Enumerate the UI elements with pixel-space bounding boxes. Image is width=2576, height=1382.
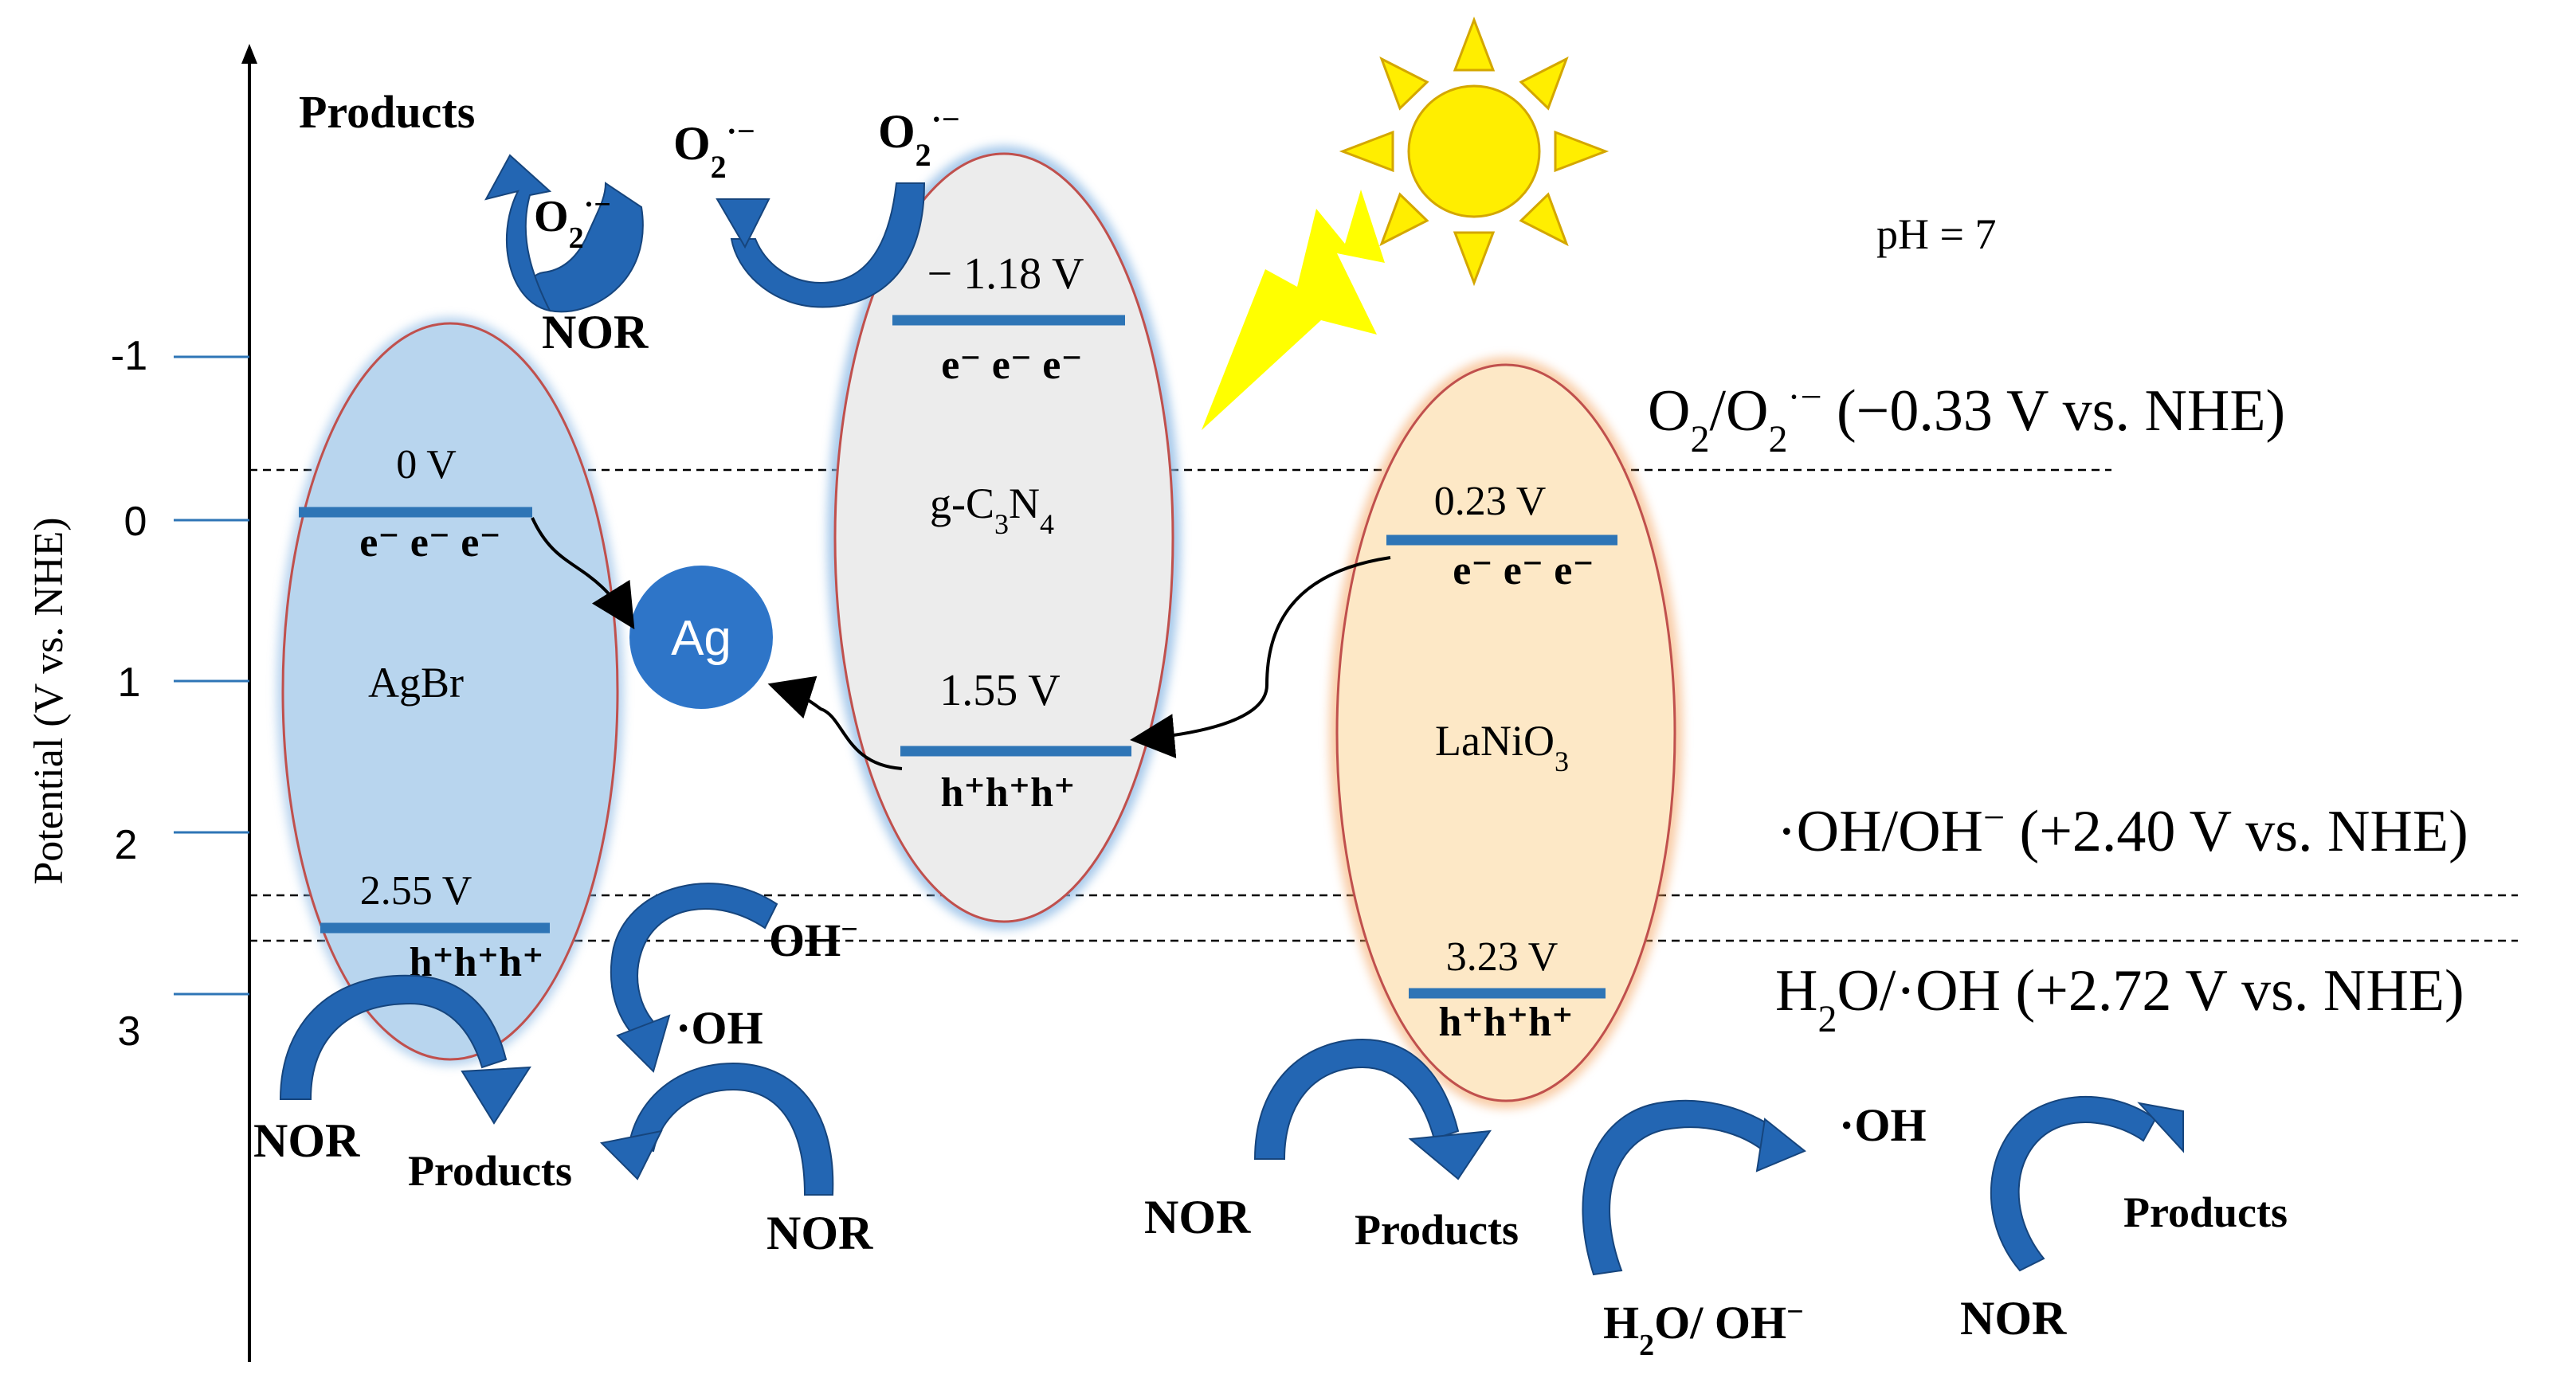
hydroxide-label: OH− [769, 913, 858, 966]
lanio3-semiconductor: LaNiO3 0.23 V e⁻ e⁻ e⁻ 3.23 V h⁺h⁺h⁺ [1329, 357, 1683, 1109]
o2-reference-label: O2/O2·− (−0.33 V vs. NHE) [1648, 376, 2285, 460]
curved-arrow-icon [1990, 1095, 2184, 1272]
electron-transfer-arrow [531, 517, 635, 630]
lanio3-holes: h⁺h⁺h⁺ [1438, 1000, 1573, 1045]
oh-reference-label: ·OH/OH− (+2.40 V vs. NHE) [1777, 797, 2468, 865]
agbr-electrons: e⁻ e⁻ e⁻ [359, 520, 501, 566]
superoxide-label: O2·− [673, 113, 755, 185]
reference-lines [249, 468, 2518, 942]
ph-label: pH = 7 [1876, 210, 1996, 258]
nor-label: NOR [253, 1114, 360, 1167]
hole-transfer-arrow [767, 675, 903, 770]
curved-arrow-icon [279, 974, 531, 1125]
gcn-vb-potential: 1.55 V [939, 666, 1060, 715]
curved-arrow-icon [716, 182, 926, 308]
products-label: Products [299, 86, 475, 138]
products-label: Products [1355, 1206, 1519, 1254]
agbr-vb-potential: 2.55 V [360, 868, 472, 914]
gcn-cb-potential: − 1.18 V [927, 249, 1084, 299]
gcn-semiconductor: g-C3N4 − 1.18 V e⁻ e⁻ e⁻ 1.55 V h⁺h⁺h⁺ [827, 146, 1181, 930]
reaction-arrows [279, 154, 2184, 1276]
lanio3-electrons: e⁻ e⁻ e⁻ [1453, 548, 1594, 593]
curved-arrow-icon [1582, 1099, 1806, 1276]
nor-label: NOR [767, 1207, 873, 1259]
ag-label: Ag [671, 611, 731, 666]
nor-label: NOR [1960, 1292, 2067, 1345]
products-label: Products [2123, 1188, 2288, 1236]
tick-label: 1 [118, 660, 141, 706]
agbr-label: AgBr [368, 659, 464, 707]
gcn-holes: h⁺h⁺h⁺ [940, 770, 1075, 816]
ag-nanoparticle: Ag [629, 566, 773, 709]
products-label: Products [408, 1147, 572, 1195]
electron-transfer-arrow [1130, 556, 1391, 758]
potential-axis: -1 0 1 2 3 Potential (V vs. NHE) [26, 44, 257, 1362]
curved-arrow-icon [599, 1062, 834, 1196]
tick-label: 0 [124, 499, 147, 545]
lanio3-vb-potential: 3.23 V [1446, 934, 1559, 980]
hydroxyl-radical-label: ·OH [1839, 1099, 1927, 1151]
superoxide-label: O2·− [878, 101, 960, 173]
lanio3-cb-potential: 0.23 V [1434, 479, 1547, 524]
curved-arrow-icon [1253, 1038, 1492, 1180]
nor-label: NOR [542, 306, 649, 358]
tick-label: 2 [115, 822, 138, 868]
nor-label: NOR [1144, 1191, 1251, 1243]
light-bolt-icon [1202, 190, 1385, 430]
axis-label: Potential (V vs. NHE) [26, 517, 72, 884]
tick-label: 3 [118, 1008, 141, 1055]
sun-icon [1339, 16, 1610, 287]
tick-label: -1 [111, 333, 147, 379]
hydroxyl-radical-label: ·OH [676, 1002, 763, 1054]
curved-arrow-icon [484, 154, 644, 313]
charge-transfer-arrows [531, 517, 1391, 770]
agbr-cb-potential: 0 V [396, 442, 457, 487]
gcn-electrons: e⁻ e⁻ e⁻ [941, 343, 1083, 388]
curved-arrow-icon [610, 883, 778, 1073]
h2o-reference-label: H2O/·OH (+2.72 V vs. NHE) [1775, 958, 2464, 1040]
agbr-semiconductor: AgBr 0 V e⁻ e⁻ e⁻ 2.55 V h⁺h⁺h⁺ [276, 317, 624, 1066]
water-hydroxide-label: H2O/ OH− [1603, 1295, 1804, 1362]
